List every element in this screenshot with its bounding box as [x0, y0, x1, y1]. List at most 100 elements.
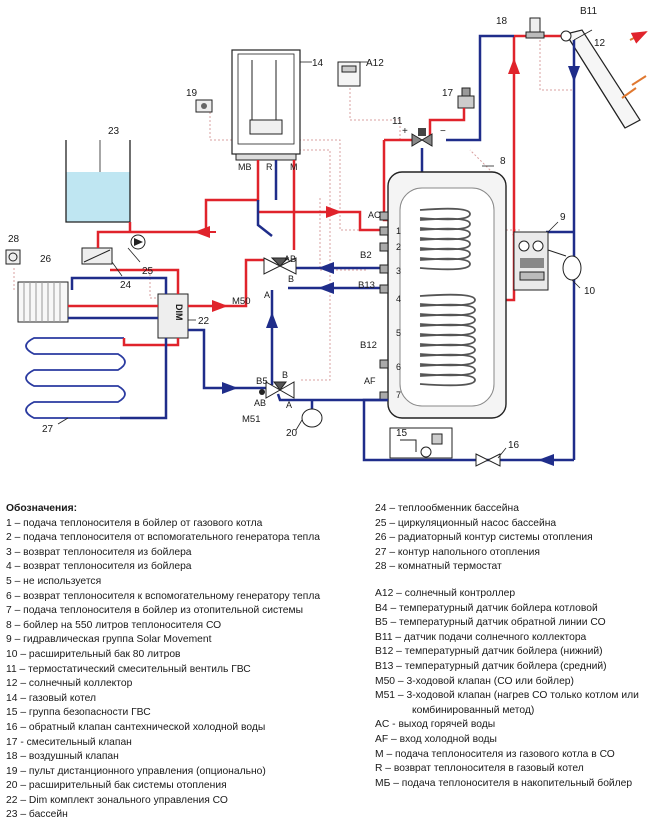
mixing-valve — [457, 87, 475, 109]
port-1: 1 — [396, 226, 401, 236]
legend-item: В5 – температурный датчик обратной линии… — [375, 617, 606, 629]
radiator — [17, 281, 69, 323]
label-19: 19 — [186, 88, 198, 99]
label-24: 24 — [120, 280, 132, 291]
expansion-tank-solar — [562, 255, 582, 281]
solar-collector — [565, 29, 648, 129]
legend-item: В12 – температурный датчик бойлера (нижн… — [375, 646, 603, 658]
port-2: 2 — [396, 242, 401, 252]
boiler-ports — [379, 211, 389, 401]
label-12: 12 — [594, 38, 606, 49]
label-20: 20 — [286, 428, 298, 439]
port-6: 6 — [396, 362, 401, 372]
legend-item: 15 – группа безопасности ГВС — [6, 707, 151, 719]
label-10: 10 — [584, 286, 596, 297]
valve-m51 — [265, 381, 295, 399]
legend-item: В11 – датчик подачи солнечного коллектор… — [375, 631, 587, 643]
legend-item: 1 – подача теплоносителя в бойлер от газ… — [6, 517, 263, 529]
dim-zone-kit — [157, 293, 189, 339]
label-m51-b: B — [282, 370, 288, 380]
sensor-b11-icon — [560, 30, 572, 42]
legend-item: 18 – воздушный клапан — [6, 751, 119, 763]
diagram-labels: 14 19 A12 17 18 B11 12 23 11 8 28 26 25 … — [8, 6, 606, 451]
port-5: 5 — [396, 328, 401, 338]
pool-heat-exchanger — [81, 247, 113, 265]
heating-schematic: 14 19 A12 17 18 B11 12 23 11 8 28 26 25 … — [5, 6, 648, 467]
label-b13: B13 — [358, 280, 375, 291]
label-22: 22 — [198, 316, 210, 327]
legend-item: 24 – теплообменник бассейна — [375, 503, 519, 514]
label-27: 27 — [42, 424, 54, 435]
label-26: 26 — [40, 254, 52, 265]
legend-item: AF – вход холодной воды — [375, 733, 497, 745]
legend-item: 28 – комнатный термостат — [375, 561, 502, 573]
legend-item: 9 – гидравлическая группа Solar Movement — [6, 634, 212, 646]
pool-pump — [130, 234, 146, 250]
label-11: 11 — [392, 116, 403, 127]
legend-item: 22 – Dim комплект зонального управления … — [6, 794, 228, 806]
check-valve — [475, 453, 501, 467]
air-valve — [525, 17, 545, 39]
label-m: M — [290, 162, 298, 172]
legend-item: AC - выход горячей воды — [375, 719, 496, 731]
label-14: 14 — [312, 58, 324, 69]
label-dim: DIM — [174, 304, 184, 321]
label-23: 23 — [108, 126, 120, 137]
legend-item: M – подача теплоносителя из газового кот… — [375, 748, 615, 760]
label-m51-a: A — [286, 400, 292, 410]
legend-item: 14 – газовый котел — [6, 692, 96, 704]
label-m50-a: A — [264, 290, 270, 300]
legend-right: 24 – теплообменник бассейна 25 – циркуля… — [375, 502, 647, 791]
solar-tank-link — [547, 249, 567, 257]
label-15: 15 — [396, 428, 408, 439]
legend-item: В13 – температурный датчик бойлера (сред… — [375, 660, 607, 672]
label-25: 25 — [142, 266, 154, 277]
label-9: 9 — [560, 212, 566, 223]
legend-item: 12 – солнечный коллектор — [6, 678, 133, 690]
legend-item: 7 – подача теплоносителя в бойлер из ото… — [6, 605, 303, 617]
label-b11: B11 — [580, 6, 597, 17]
legend-item: 6 – возврат теплоносителя к вспомогатель… — [6, 590, 321, 602]
sensor-b5-icon — [259, 389, 265, 395]
solar-controller — [337, 61, 361, 87]
remote-control — [195, 99, 213, 113]
legend-item: 8 – бойлер на 550 литров теплоносителя С… — [6, 619, 222, 631]
legend-spacer — [375, 575, 647, 587]
valve-m50 — [263, 257, 297, 275]
legend-item: А12 – солнечный контроллер — [375, 587, 516, 599]
port-7: 7 — [396, 390, 401, 400]
label-ac: AC — [368, 210, 381, 220]
label-m50: M50 — [232, 296, 250, 307]
legend-item: 23 – бассейн — [6, 809, 68, 821]
cold-water-line — [362, 398, 480, 462]
legend-item: 4 – возврат теплоносителя из бойлера — [6, 561, 192, 573]
label-16: 16 — [508, 440, 520, 451]
label-b12: B12 — [360, 340, 377, 351]
legend-item: 2 – подача теплоносителя от вспомогатель… — [6, 532, 320, 544]
legend-title: Обозначения: — [6, 503, 78, 514]
port-4: 4 — [396, 294, 401, 304]
legend-item: 10 – расширительный бак 80 литров — [6, 648, 181, 660]
expansion-tank-heating — [301, 408, 323, 428]
legend-item: М51 – 3-ходовой клапан (нагрев СО только… — [375, 690, 639, 702]
label-m51: M51 — [242, 414, 260, 425]
solar-hydraulic-group — [513, 231, 549, 291]
port-3: 3 — [396, 266, 401, 276]
label-28: 28 — [8, 234, 20, 245]
legend-item: 25 – циркуляционный насос бассейна — [375, 517, 557, 529]
legend-item: 27 – контур напольного отопления — [375, 546, 540, 558]
legend-item: 19 – пульт дистанционного управления (оп… — [6, 765, 266, 777]
leader-lines — [57, 29, 593, 459]
valve-11-plus: + — [402, 126, 408, 137]
legend-item: комбинированный метод) — [412, 704, 535, 716]
label-8: 8 — [500, 156, 506, 167]
legend-item: 16 – обратный клапан сантехнической холо… — [6, 721, 266, 733]
label-m50-b: B — [288, 274, 294, 284]
legend-item: 20 – расширительный бак системы отоплени… — [6, 780, 227, 792]
pool — [65, 140, 131, 223]
legend-item: 5 – не используется — [6, 575, 102, 587]
storage-boiler — [379, 171, 507, 419]
legend-item: 3 – возврат теплоносителя из бойлера — [6, 546, 192, 558]
label-18: 18 — [496, 16, 508, 27]
valve-11-minus: − — [440, 126, 446, 137]
